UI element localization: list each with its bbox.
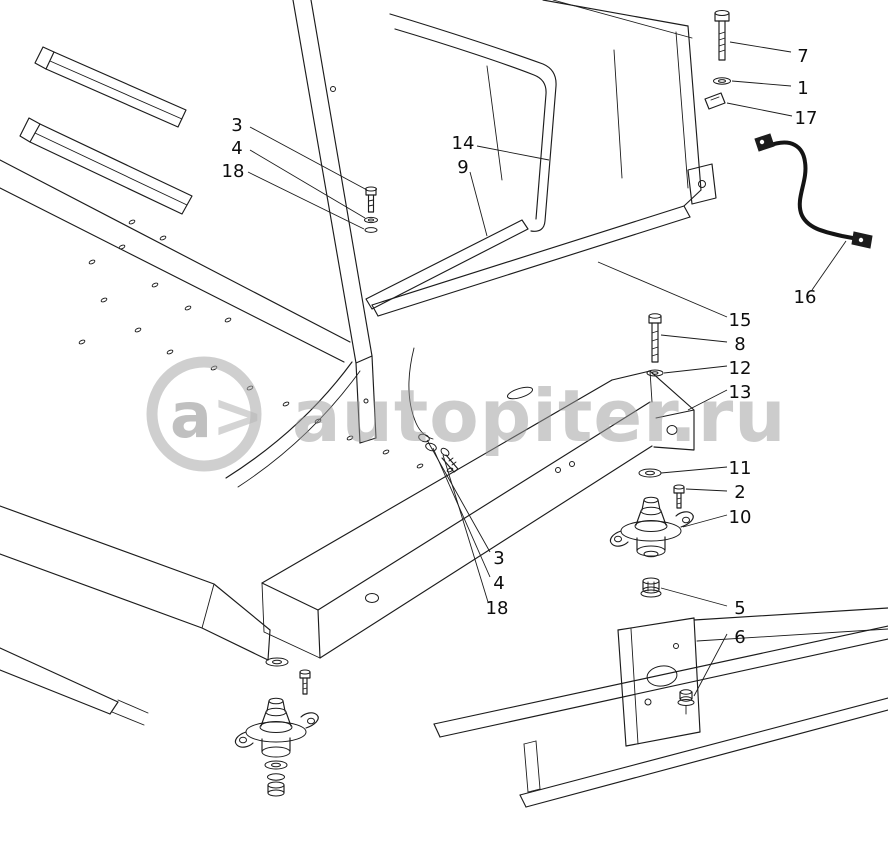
leader-line-7 [729,41,792,53]
callout-6: 6 [734,627,745,648]
callout-18: 18 [222,161,245,182]
watermark: a> autopiter.ru [146,356,787,472]
frame-stub [523,740,541,793]
clip-17 [704,92,726,110]
leader-line-2 [685,488,728,492]
ground-cable [754,133,873,249]
leader-line-18 [442,454,489,603]
chassis-frame [433,607,888,808]
washer-12 [646,369,664,377]
washer-4-left [364,216,378,224]
callout-4: 4 [493,573,504,594]
callout-17: 17 [795,108,818,129]
mount-stack-left [234,657,319,797]
platform-floor [0,46,454,726]
a-pillar-outer [292,0,357,364]
leader-line-15 [597,261,728,318]
bolt-2 [673,484,685,509]
callout-14: 14 [452,133,475,154]
callout-3: 3 [493,548,504,569]
support-bracket [611,370,695,451]
washer-1 [713,77,731,85]
leader-line-1 [731,80,792,87]
cab-body [292,0,717,444]
bolt-7 [714,10,730,61]
watermark-logo-text: a> [170,379,264,452]
bolt-8 [648,313,662,363]
callout-4: 4 [231,138,242,159]
leader-line-8 [660,334,728,343]
lockwasher-18-left [364,227,378,233]
callout-10: 10 [729,507,752,528]
nut-6 [677,689,695,715]
leader-line-16 [811,240,847,291]
door-frame-outer [389,13,557,232]
washer-11 [638,468,662,478]
rear-pillar [687,25,702,191]
leader-line-4 [249,149,366,219]
bolt-3-left [365,186,377,213]
seal-strip [365,219,529,310]
callout-13: 13 [729,382,752,403]
leader-line-11 [660,466,728,474]
watermark-logo-ring [146,356,262,472]
callout-16: 16 [794,287,817,308]
callout-7: 7 [797,46,808,67]
callout-3: 3 [231,115,242,136]
door-frame-inner [394,28,547,220]
callout-15: 15 [729,310,752,331]
callout-1: 1 [797,78,808,99]
callout-11: 11 [729,458,752,479]
callout-18: 18 [486,598,509,619]
leader-line-3 [249,126,368,191]
a-pillar-inner [310,0,373,357]
leader-line-5 [660,587,728,607]
callout-8: 8 [734,334,745,355]
cab-sill-rail [371,205,691,317]
cab-corner-bracket [355,355,377,444]
callout-2: 2 [734,482,745,503]
hook-tube [408,347,434,440]
leader-line-14 [476,145,550,161]
leader-line-18 [247,171,365,230]
leader-line-13 [687,389,728,411]
frame-cross-member [617,617,701,747]
leader-line-4 [432,447,491,578]
nut-5 [640,577,662,598]
leader-line-9 [469,171,488,237]
callout-5: 5 [734,598,745,619]
leader-line-6 [693,633,728,697]
leader-line-10 [682,514,728,528]
main-beam [261,379,653,659]
cab-mount-tab [687,163,717,205]
callout-12: 12 [729,358,752,379]
bolt-set-center [418,433,459,473]
watermark-site-text: autopiter.ru [292,374,787,458]
leader-line-17 [726,102,793,117]
leader-line-12 [663,365,728,374]
callout-9: 9 [457,157,468,178]
rubber-mount-10 [609,496,694,558]
